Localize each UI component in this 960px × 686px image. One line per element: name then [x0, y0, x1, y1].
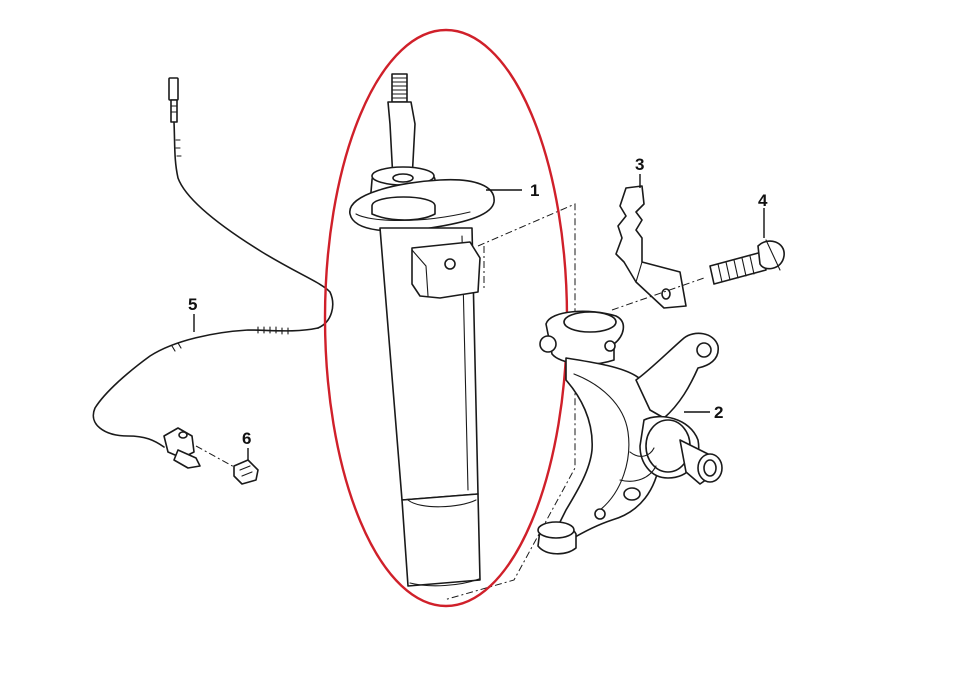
steering-knuckle[interactable]: [537, 310, 723, 555]
bolt[interactable]: [611, 239, 785, 311]
callout-number: 2: [714, 403, 723, 422]
bracket[interactable]: [615, 185, 687, 309]
callout-number: 4: [758, 191, 768, 210]
spring-strut[interactable]: [349, 73, 576, 601]
callout-3[interactable]: 3: [635, 155, 644, 188]
callout-1[interactable]: 1: [486, 181, 539, 200]
callout-number: 6: [242, 429, 251, 448]
callout-6[interactable]: 6: [242, 429, 251, 460]
wheel-speed-sensor-cable[interactable]: [92, 77, 334, 448]
sensor-screw[interactable]: [233, 459, 259, 485]
callout-4[interactable]: 4: [758, 191, 768, 238]
callout-2[interactable]: 2: [684, 403, 723, 422]
callout-number: 1: [530, 181, 539, 200]
callout-number: 3: [635, 155, 644, 174]
callout-number: 5: [188, 295, 197, 314]
wheel-speed-sensor[interactable]: [163, 427, 237, 469]
callout-5[interactable]: 5: [188, 295, 197, 332]
